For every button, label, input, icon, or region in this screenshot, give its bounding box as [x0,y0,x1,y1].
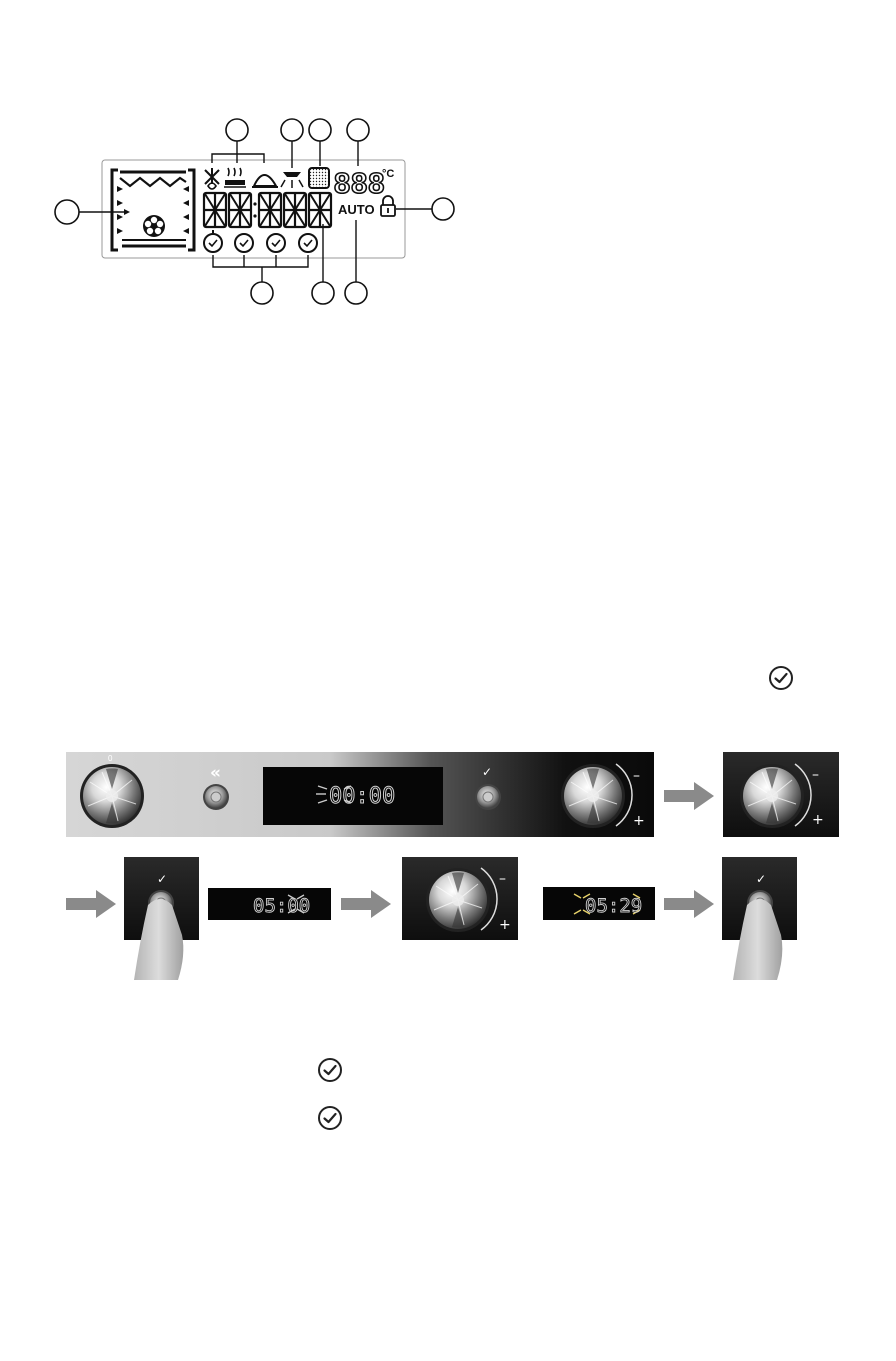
plus-label: + [633,813,645,829]
defrost-icon [205,168,219,189]
selector-knob[interactable] [561,764,625,828]
top-heat-icon [281,172,303,188]
arrow-3 [341,890,391,918]
confirm-glyph: ✓ [157,872,167,886]
confirm-check-icon [316,1056,344,1084]
callout-circle [345,282,367,304]
display-step-1-time: 05:00 [253,895,310,917]
back-button-glyph: « [210,763,221,783]
callout-circle [312,282,334,304]
plus-label: + [499,917,511,933]
callout-circle [347,119,369,141]
callout-circle [251,282,273,304]
arrow-4 [664,890,714,918]
confirm-button[interactable] [475,784,501,810]
auto-label: AUTO [338,202,375,217]
confirm-glyph: ✓ [756,872,766,886]
minus-label: – [812,767,819,783]
main-display-time: 00:00 [329,784,395,809]
arrow-2 [66,890,116,918]
arrow-1 [664,782,714,810]
confirm-check-icon [316,1104,344,1132]
minus-label: – [633,768,640,784]
display-step-2-time: 05:29 [585,895,642,917]
selector-knob-zoom-2 [426,868,490,932]
back-button[interactable] [203,784,229,810]
pizza-stone-icon [309,168,329,188]
temperature-knob [80,764,144,828]
confirm-check-icon [767,664,795,692]
lock-icon [381,196,395,216]
callout-circle [281,119,303,141]
selector-knob-zoom-1 [740,764,804,828]
confirm-button-glyph: ✓ [482,765,492,779]
temp-digits: 888 [334,168,385,200]
callout-circle [432,198,454,220]
plus-label: + [812,812,824,828]
callout-circle [226,119,248,141]
timer-clock-icons [204,230,317,252]
callout-circle [309,119,331,141]
lcd-diagram: 888 °C AUTO [0,0,896,320]
control-panel: 0 « 00:00 ✓ – + – + ✓ 05:00 – + 05:29 [0,740,896,1000]
minus-label: – [499,871,506,887]
segment-display [204,193,331,227]
knob-zero-mark: 0 [108,754,113,763]
dough-rise-icon [252,175,278,187]
temp-unit: °C [382,168,394,180]
callout-lines [79,140,432,282]
plate-warm-icon [224,168,246,187]
callout-circle [55,200,79,224]
